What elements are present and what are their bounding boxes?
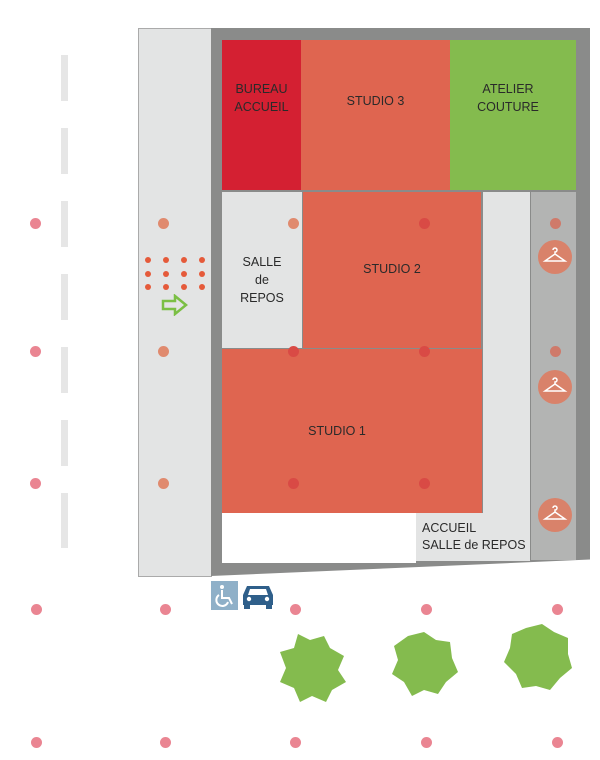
road-dash <box>61 347 68 393</box>
marker-dot <box>30 736 42 748</box>
hanger-icon <box>538 498 572 532</box>
open-area <box>222 513 416 563</box>
marker-dot <box>159 736 171 748</box>
entrance-arrow-icon <box>161 294 188 316</box>
marker-dot <box>157 477 169 489</box>
marker-dot <box>418 345 430 357</box>
marker-dot <box>157 217 169 229</box>
sidewalk-strip <box>138 28 212 577</box>
room-label: STUDIO 1 <box>308 423 366 438</box>
road-dash <box>61 55 68 101</box>
road-dash <box>61 128 68 174</box>
road-dash <box>61 493 68 548</box>
tree-icon <box>392 632 458 696</box>
marker-dot <box>418 217 430 229</box>
hanger-icon <box>538 240 572 274</box>
entrance-dot <box>199 284 205 290</box>
hanger-icon <box>538 370 572 404</box>
wheelchair-icon <box>211 581 238 610</box>
marker-dot <box>551 736 563 748</box>
entrance-dot <box>145 284 151 290</box>
road-dash <box>61 420 68 466</box>
marker-dot <box>159 603 171 615</box>
marker-dot <box>551 603 563 615</box>
entrance-dot <box>199 271 205 277</box>
entrance-dot <box>163 257 169 263</box>
tree-icon <box>504 624 572 690</box>
marker-dot <box>30 603 42 615</box>
room-label: STUDIO 2 <box>363 261 421 276</box>
room-label: SALLE de REPOS <box>422 538 526 552</box>
road-dash <box>61 274 68 320</box>
marker-dot <box>157 345 169 357</box>
marker-dot <box>420 736 432 748</box>
entrance-dot <box>163 271 169 277</box>
room-studio-1: STUDIO 1 <box>222 349 482 513</box>
entrance-dot <box>181 284 187 290</box>
entrance-dot <box>145 271 151 277</box>
room-label: STUDIO 3 <box>346 94 405 108</box>
marker-dot <box>549 217 561 229</box>
entrance-dot <box>145 257 151 263</box>
entrance-dot <box>181 257 187 263</box>
marker-dot <box>29 477 41 489</box>
car-icon <box>243 586 273 609</box>
marker-dot <box>420 603 432 615</box>
room-label: REPOS <box>240 291 284 306</box>
entrance-dot <box>163 284 169 290</box>
entrance-dot <box>199 257 205 263</box>
room-label: COUTURE <box>477 100 539 115</box>
tree-icon <box>280 634 346 702</box>
room-label: BUREAU <box>235 82 288 96</box>
marker-dot <box>289 736 301 748</box>
room-label: ACCUEIL <box>422 521 477 536</box>
room-accueil-salle-de-repos: ACCUEIL SALLE de REPOS <box>416 513 530 561</box>
room-studio-3: STUDIO 3 <box>301 40 450 190</box>
road-dash <box>61 201 68 247</box>
marker-dot <box>29 217 41 229</box>
marker-dot <box>289 603 301 615</box>
marker-dot <box>287 345 299 357</box>
room-label: SALLE <box>242 254 282 269</box>
marker-dot <box>549 345 561 357</box>
room-label: ACCUEIL <box>234 100 289 115</box>
marker-dot <box>287 217 299 229</box>
room-atelier-couture: ATELIER COUTURE <box>450 40 576 190</box>
room-label: ATELIER <box>482 82 534 96</box>
marker-dot <box>29 345 41 357</box>
room-label: de <box>255 272 269 287</box>
room-studio-2: STUDIO 2 <box>303 192 481 348</box>
marker-dot <box>287 477 299 489</box>
entrance-dot <box>181 271 187 277</box>
corridor <box>483 192 530 560</box>
marker-dot <box>418 477 430 489</box>
room-bureau-accueil: BUREAU ACCUEIL <box>222 40 301 190</box>
